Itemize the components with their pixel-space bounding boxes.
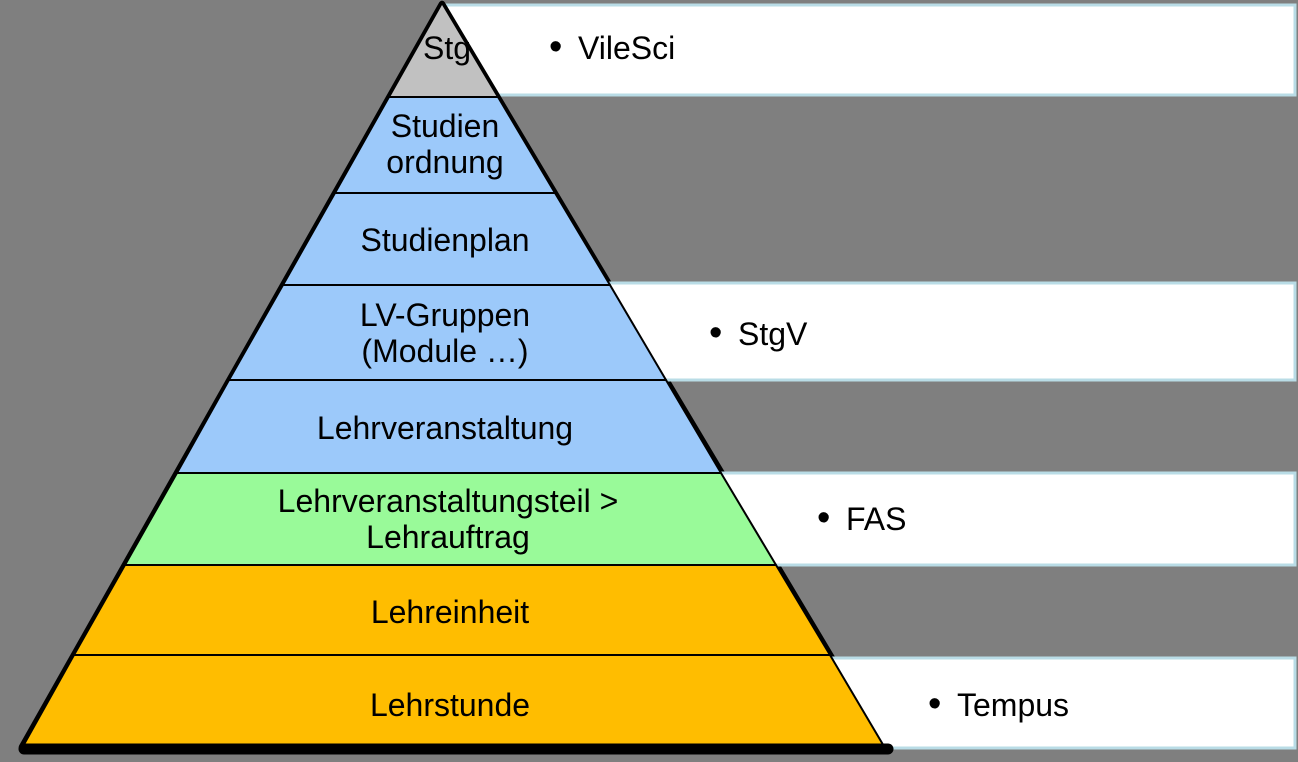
band-stgv xyxy=(598,281,1297,382)
label-lehrveranstaltungsteil-line1: Lehrveranstaltungsteil > xyxy=(278,483,619,519)
band-vilesci xyxy=(440,3,1297,97)
band-fas xyxy=(698,471,1297,567)
label-studienordnung-line2: ordnung xyxy=(386,144,503,180)
bullet-icon: • xyxy=(709,312,722,354)
bullet-icon: • xyxy=(928,683,941,725)
label-studienplan: Studienplan xyxy=(360,222,529,258)
label-lv-gruppen-line2: (Module …) xyxy=(361,333,528,369)
label-lehrveranstaltungsteil-line2: Lehrauftrag xyxy=(366,519,530,555)
bullet-icon: • xyxy=(817,497,830,539)
label-stg: Stg xyxy=(423,30,471,66)
band-label-tempus: Tempus xyxy=(957,687,1069,723)
label-lehreinheit: Lehreinheit xyxy=(371,594,529,630)
bullet-icon: • xyxy=(549,26,562,68)
label-studienordnung-line1: Studien xyxy=(391,108,500,144)
label-lv-gruppen-line1: LV-Gruppen xyxy=(360,297,530,333)
band-tempus xyxy=(818,656,1297,750)
band-label-fas: FAS xyxy=(846,501,906,537)
label-lehrveranstaltung: Lehrveranstaltung xyxy=(317,410,573,446)
band-label-stgv: StgV xyxy=(738,316,808,352)
band-label-vilesci: VileSci xyxy=(578,30,675,66)
label-lehrstunde: Lehrstunde xyxy=(370,687,530,723)
